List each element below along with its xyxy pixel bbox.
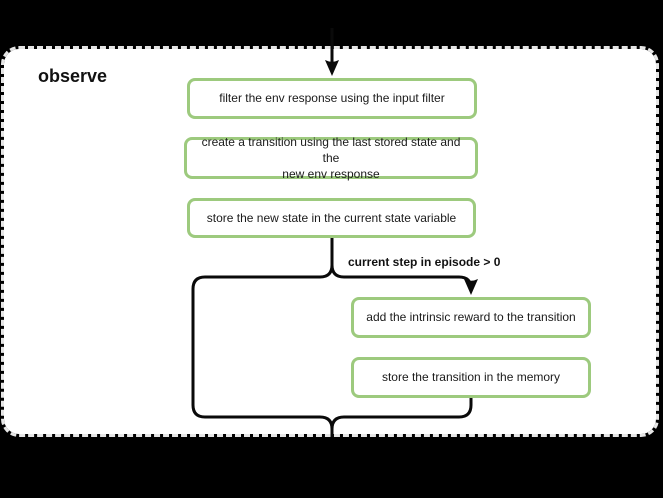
- subgraph-title: observe: [38, 66, 108, 86]
- node-label: filter the env response using the input …: [219, 91, 445, 106]
- node-label: store the new state in the current state…: [206, 210, 457, 225]
- node-store-transition-memory: store the transition in the memory: [351, 357, 591, 398]
- node-create-transition: create a transition using the last store…: [184, 135, 478, 181]
- node-label: add the intrinsic reward to the transiti…: [366, 310, 576, 325]
- condition-label: current step in episode > 0: [348, 255, 501, 269]
- node-label: create a transition using the last store…: [201, 134, 461, 182]
- node-add-intrinsic-reward: add the intrinsic reward to the transiti…: [351, 297, 591, 338]
- node-filter-env-response: filter the env response using the input …: [187, 78, 477, 119]
- node-store-new-state: store the new state in the current state…: [187, 198, 476, 238]
- node-label: store the transition in the memory: [381, 370, 561, 385]
